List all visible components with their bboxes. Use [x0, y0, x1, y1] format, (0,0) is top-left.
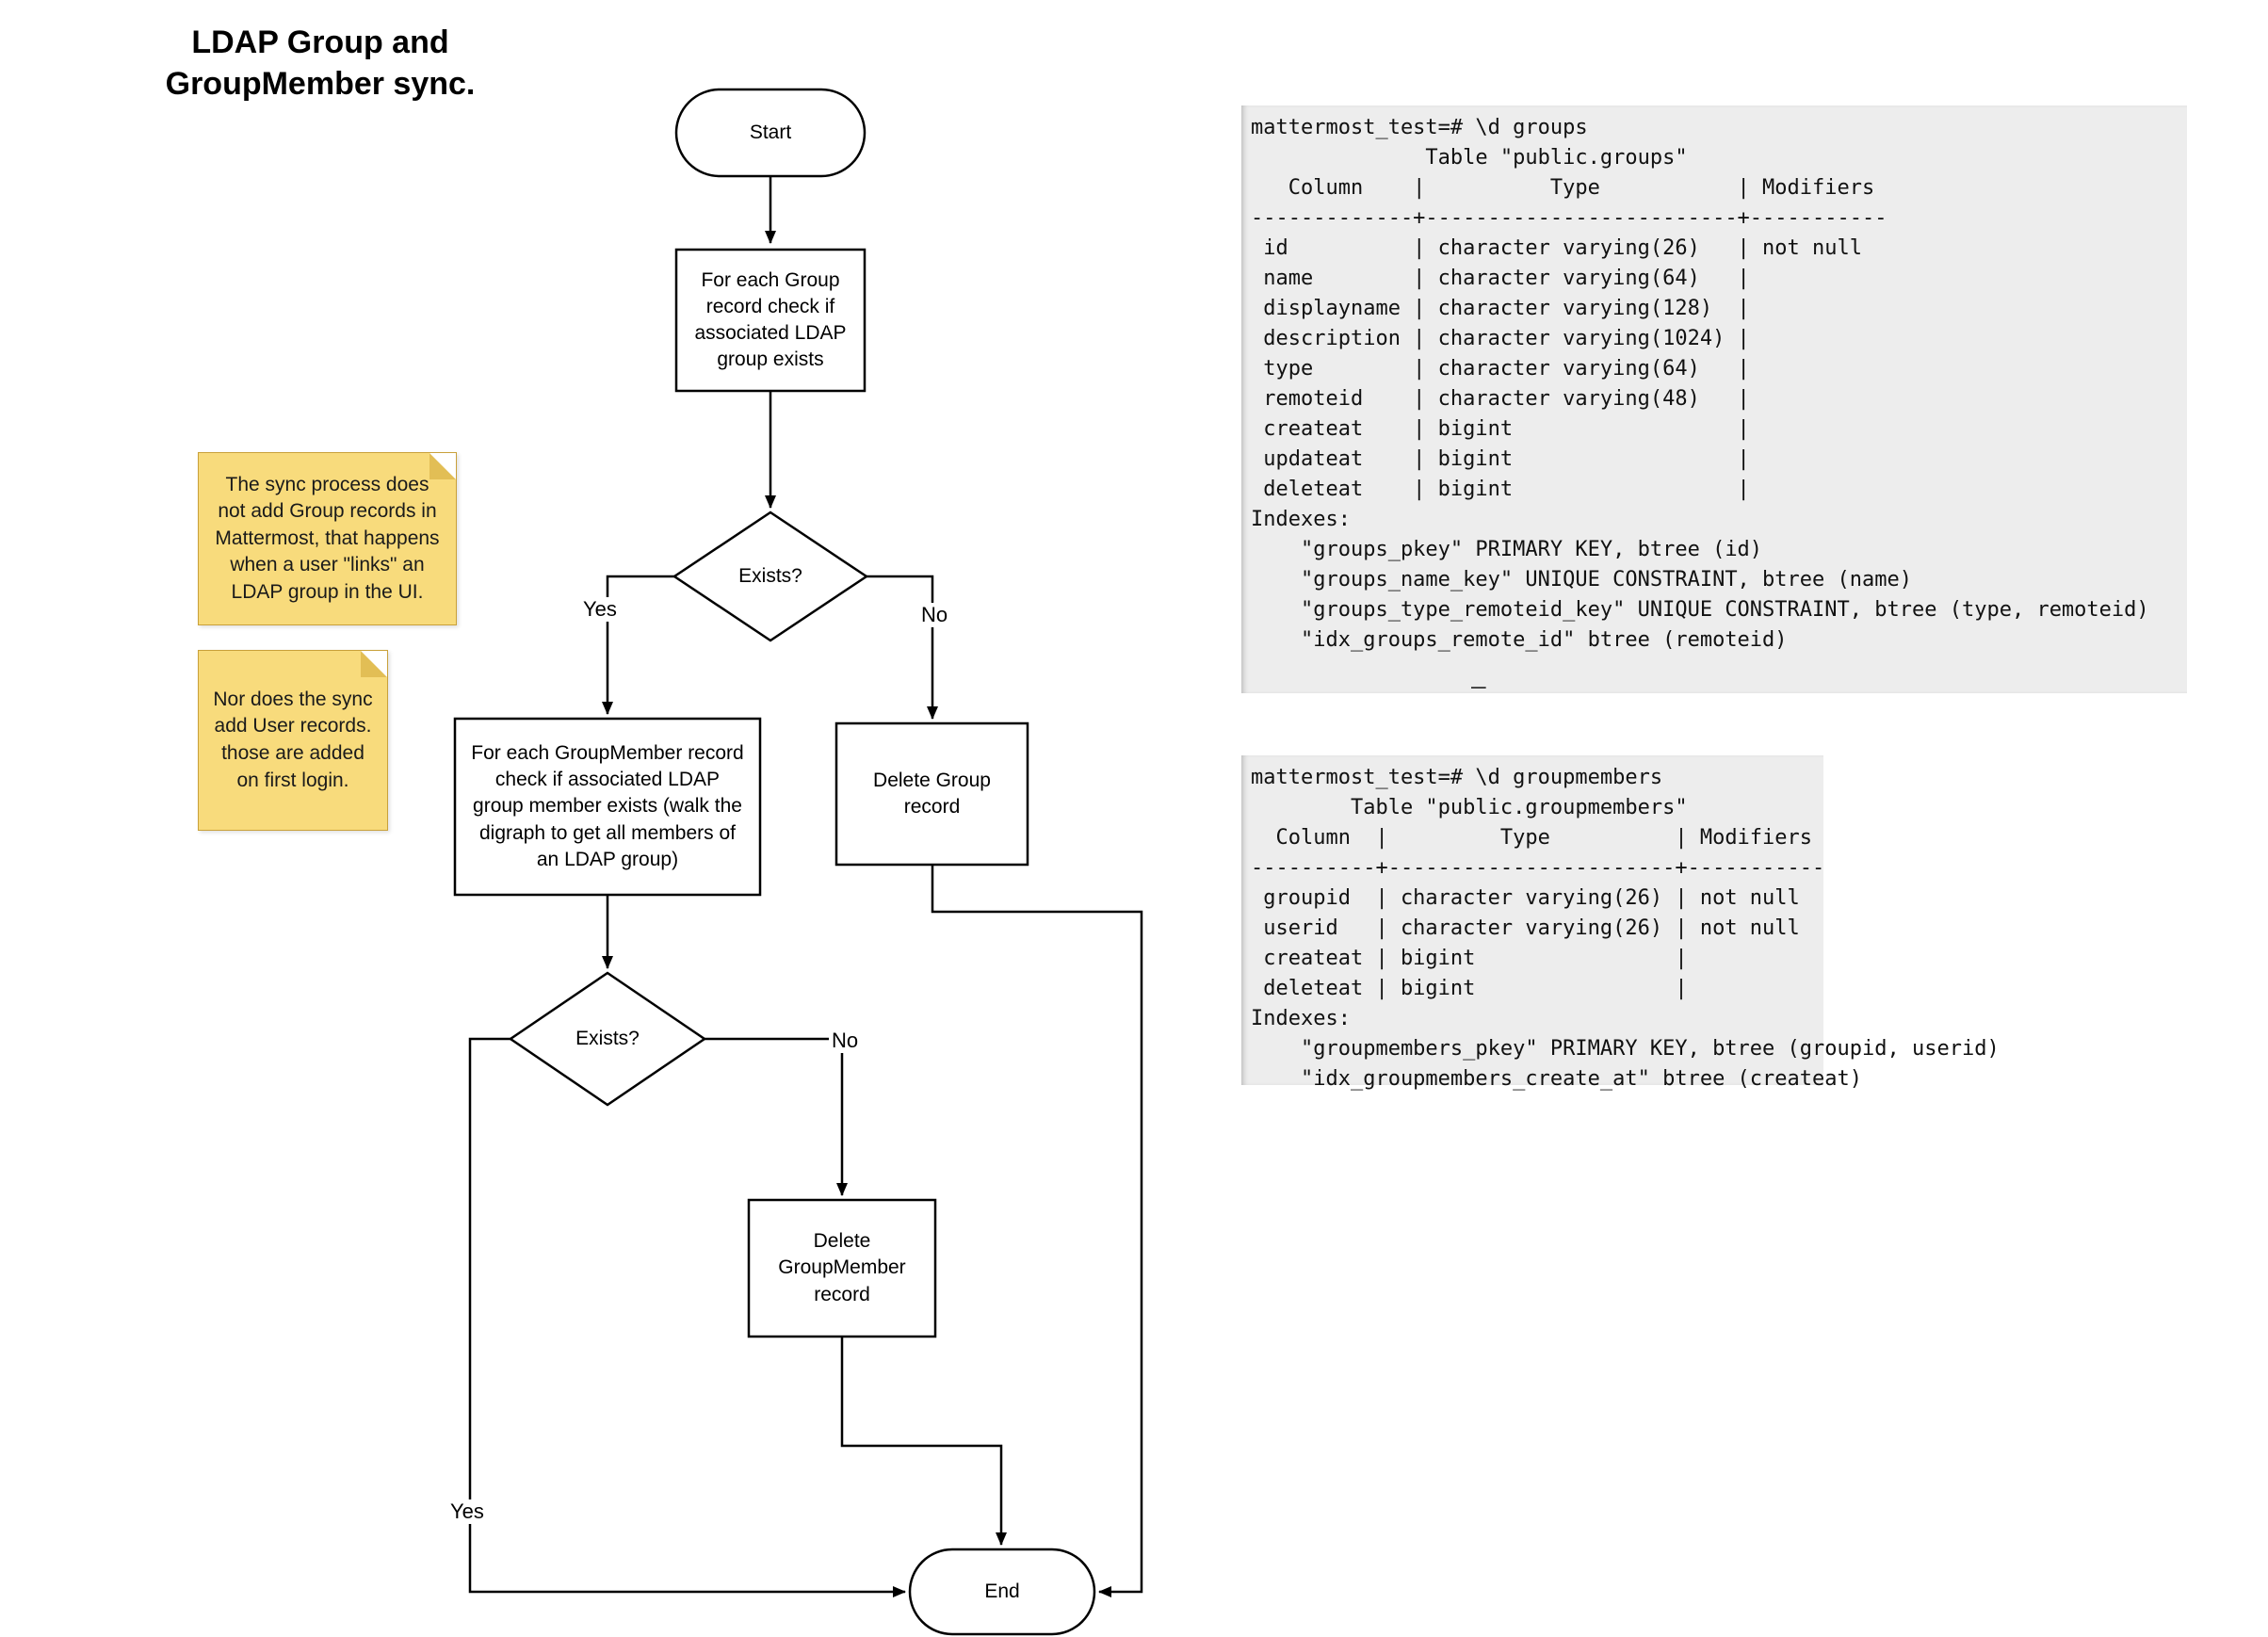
exists-group-diamond-label: Exists? — [738, 564, 802, 587]
end-node-label: End — [984, 1580, 1020, 1602]
sticky-note-group-sync: The sync process does not add Group reco… — [198, 452, 457, 625]
delete-member-node-shape — [747, 1198, 937, 1338]
edge-deletegroup-to-end — [931, 865, 1143, 1597]
exists-group-diamond-shape — [672, 511, 869, 642]
edge-deletemember-to-end — [840, 1337, 1007, 1546]
check-group-node-shape — [674, 248, 867, 393]
delete-member-node-label: Delete GroupMember record — [778, 1230, 906, 1305]
end-node-shape — [908, 1548, 1096, 1636]
check-group-node-label: For each Group record check if associate… — [694, 268, 847, 371]
edge-label-group-no: No — [918, 603, 951, 627]
edge-exists2-yes — [468, 1037, 906, 1597]
edge-exists1-yes — [602, 575, 674, 715]
edge-exists2-no — [705, 1037, 848, 1196]
terminal-groups-background — [1241, 105, 2187, 693]
delete-group-node-shape — [834, 721, 1029, 867]
edge-label-group-yes: Yes — [580, 597, 620, 622]
sticky-note-group-sync-text: The sync process does not add Group reco… — [215, 473, 440, 603]
start-node-shape — [674, 88, 867, 178]
edge-label-member-yes: Yes — [447, 1499, 487, 1524]
exists-member-diamond-shape — [508, 971, 707, 1107]
edge-exists1-no — [867, 575, 938, 720]
check-member-node-shape — [453, 717, 762, 897]
terminal-groups-output: mattermost_test=# \d groups Table "publi… — [1251, 116, 2149, 652]
sticky-note-user-sync: Nor does the sync add User records. thos… — [198, 650, 388, 831]
terminal-groupmembers-output: mattermost_test=# \d groupmembers Table … — [1251, 766, 2000, 1091]
sticky-note-user-sync-text: Nor does the sync add User records. thos… — [213, 688, 373, 791]
exists-member-diamond-label: Exists? — [575, 1027, 640, 1049]
check-member-node-label: For each GroupMember record check if ass… — [471, 742, 744, 870]
dash-mark: – — [1471, 673, 1486, 701]
page-title: LDAP Group and GroupMember sync. — [165, 24, 476, 102]
terminal-groupmembers-background — [1241, 755, 1823, 1085]
delete-group-node-label: Delete Group record — [873, 769, 991, 818]
start-node-label: Start — [749, 121, 792, 143]
edge-label-member-no: No — [829, 1029, 862, 1053]
